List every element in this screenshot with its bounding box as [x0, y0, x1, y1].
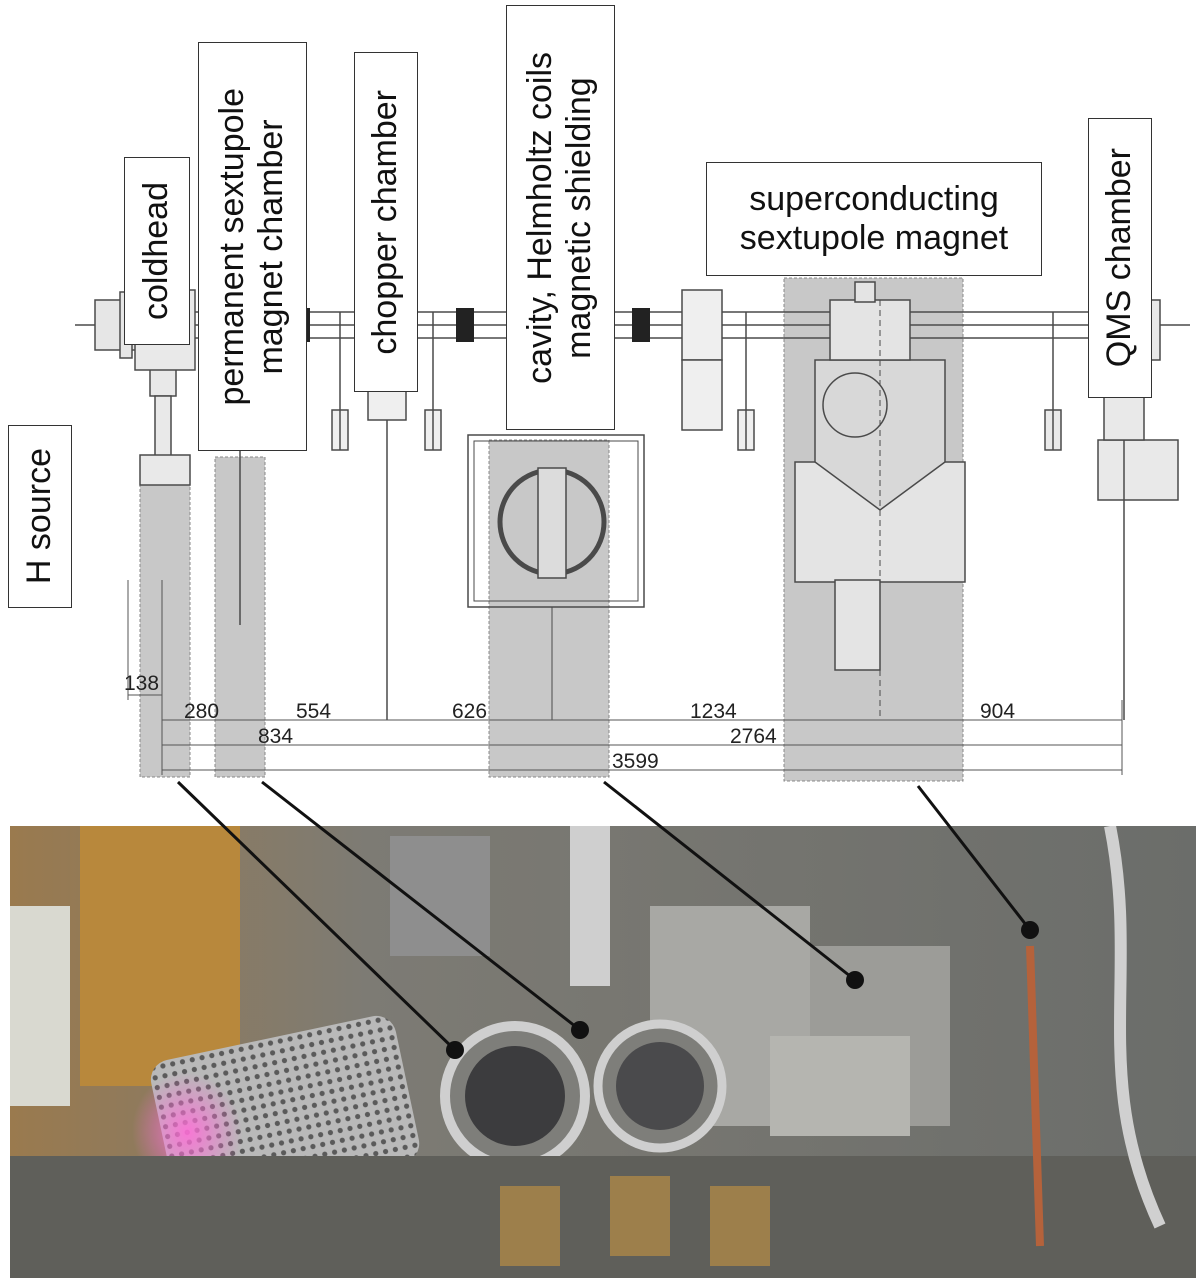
wooden-door: [80, 826, 240, 1086]
dimension-280: 280: [184, 700, 220, 723]
bracket-2: [610, 1176, 670, 1256]
photo-illustration: [10, 826, 1196, 1278]
coldhead-region: [139, 456, 191, 778]
label-chopper: chopper chamber: [354, 52, 418, 392]
dimension-2764: 2764: [730, 725, 777, 748]
dimension-138: 138: [124, 672, 160, 695]
dimension-554: 554: [296, 700, 332, 723]
superconducting-drawing: [794, 281, 966, 720]
vacuum-gauge: [570, 826, 610, 986]
bellows-section: [770, 1036, 910, 1136]
copper-pipe: [1026, 945, 1044, 1247]
label-qms: QMS chamber: [1088, 118, 1152, 398]
chamber-top: [390, 836, 490, 956]
dimension-3599: 3599: [612, 750, 659, 773]
cavity-drawing: [467, 434, 645, 720]
dimension-904: 904: [980, 700, 1016, 723]
pointer-line-ends: [221, 826, 1032, 1052]
lab-photograph: [10, 826, 1196, 1278]
viewport-2-glass: [616, 1042, 704, 1130]
label-coldhead: coldhead: [124, 157, 190, 345]
support-frame: [10, 1156, 1196, 1278]
bracket-3: [710, 1186, 770, 1266]
cable: [1104, 826, 1166, 1229]
viewport-1-glass: [465, 1046, 565, 1146]
bracket-1: [500, 1186, 560, 1266]
dimension-lines: [127, 580, 1123, 775]
radiator: [10, 906, 70, 1106]
dimension-834: 834: [258, 725, 294, 748]
dimension-626: 626: [452, 700, 488, 723]
dimension-1234: 1234: [690, 700, 737, 723]
label-h-source: H source: [8, 425, 72, 608]
cross-chamber-drawing: [681, 289, 755, 451]
